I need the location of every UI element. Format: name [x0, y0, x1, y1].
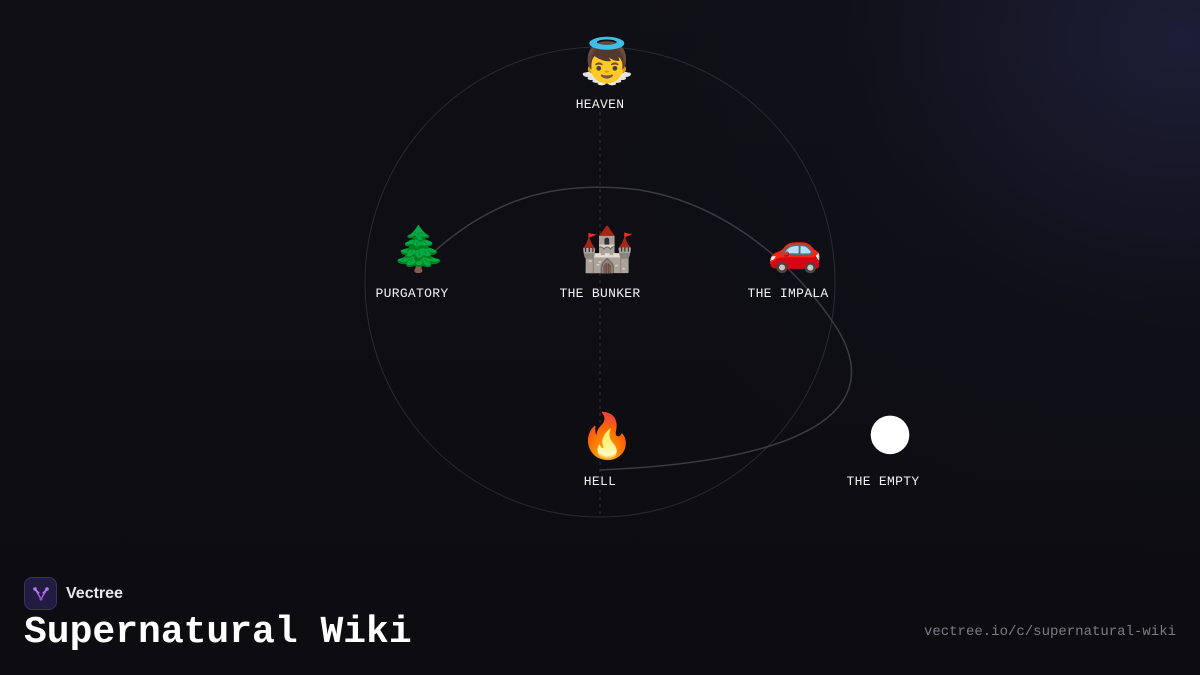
node-impala[interactable]: 🚗 [725, 222, 865, 278]
node-bunker-label: THE BUNKER [530, 284, 670, 301]
node-heaven[interactable]: 👼 [537, 34, 677, 90]
node-impala-label: THE IMPALA [718, 284, 858, 301]
vectree-logo-icon [24, 577, 57, 610]
node-purgatory[interactable]: 🌲 [349, 222, 489, 278]
new-moon-icon: 🌑 [867, 411, 913, 462]
vectree-logo-mark [32, 586, 49, 601]
brand-name: Vectree [66, 584, 123, 602]
orbit-ring [364, 46, 836, 518]
node-label-empty: THE EMPTY [846, 474, 920, 489]
node-bunker[interactable]: 🏰 [537, 222, 677, 278]
node-label-impala: THE IMPALA [747, 286, 829, 301]
node-hell-label: HELL [530, 472, 670, 489]
page-title: Supernatural Wiki [24, 611, 412, 654]
node-label-bunker: THE BUNKER [559, 286, 641, 301]
node-label-purgatory: PURGATORY [375, 286, 449, 301]
node-purgatory-label: PURGATORY [342, 284, 482, 301]
connection-curve [419, 186, 853, 471]
angel-icon: 👼 [579, 36, 635, 87]
fire-icon: 🔥 [579, 411, 635, 462]
node-hell[interactable]: 🔥 [537, 409, 677, 465]
evergreen-tree-icon: 🌲 [391, 224, 447, 275]
car-icon: 🚗 [767, 224, 823, 275]
node-heaven-label: HEAVEN [530, 95, 670, 112]
node-label-heaven: HEAVEN [575, 97, 625, 112]
page-url-link[interactable]: vectree.io/c/supernatural-wiki [923, 624, 1176, 640]
node-empty-label: THE EMPTY [813, 472, 953, 489]
node-label-hell: HELL [583, 474, 617, 489]
node-empty[interactable]: 🌑 [820, 409, 960, 465]
castle-icon: 🏰 [579, 224, 635, 275]
brand[interactable]: Vectree [24, 577, 123, 610]
